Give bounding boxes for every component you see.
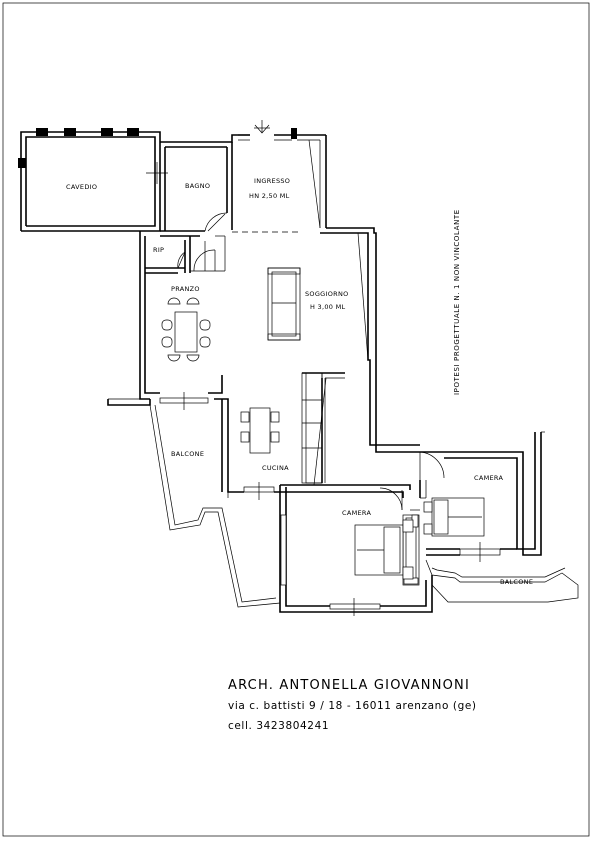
stair-block	[301, 372, 345, 486]
bed-center-icon	[354, 519, 414, 580]
camera-door	[379, 451, 445, 511]
entrance-marker	[254, 120, 270, 134]
room-label-ingresso: INGRESSO	[254, 177, 290, 185]
cavedio-walls	[18, 128, 168, 232]
architect-phone: cell. 3423804241	[228, 720, 329, 732]
side-note: IPOTESI PROGETTUALE N. 1 NON VINCOLANTE	[453, 209, 461, 395]
bed-right-icon	[423, 497, 485, 537]
room-height-ingresso: HN 2,50 ML	[249, 192, 290, 200]
balcone-left-walls	[107, 375, 287, 608]
room-label-camera-right: CAMERA	[474, 474, 503, 482]
room-label-rip: RIP	[153, 246, 164, 254]
room-label-balcone-left: BALCONE	[171, 450, 204, 458]
room-label-soggiorno: SOGGIORNO	[305, 290, 349, 298]
camera-center-walls	[279, 484, 433, 616]
main-walls	[139, 128, 444, 453]
room-label-cavedio: CAVEDIO	[66, 183, 97, 191]
architect-name: ARCH. ANTONELLA GIOVANNONI	[228, 678, 470, 693]
dining-table-icon	[161, 297, 211, 362]
sofa-icon	[267, 267, 301, 341]
room-label-pranzo: PRANZO	[171, 285, 200, 293]
room-height-soggiorno: H 3,00 ML	[310, 303, 346, 311]
room-label-camera-center: CAMERA	[342, 509, 371, 517]
camera-right-walls	[420, 431, 579, 603]
room-label-balcone-right: BALCONE	[500, 578, 533, 586]
architect-address: via c. battisti 9 / 18 - 16011 arenzano …	[228, 700, 477, 712]
kitchen-table-icon	[240, 407, 280, 454]
room-label-bagno: BAGNO	[185, 182, 210, 190]
room-label-cucina: CUCINA	[262, 464, 289, 472]
